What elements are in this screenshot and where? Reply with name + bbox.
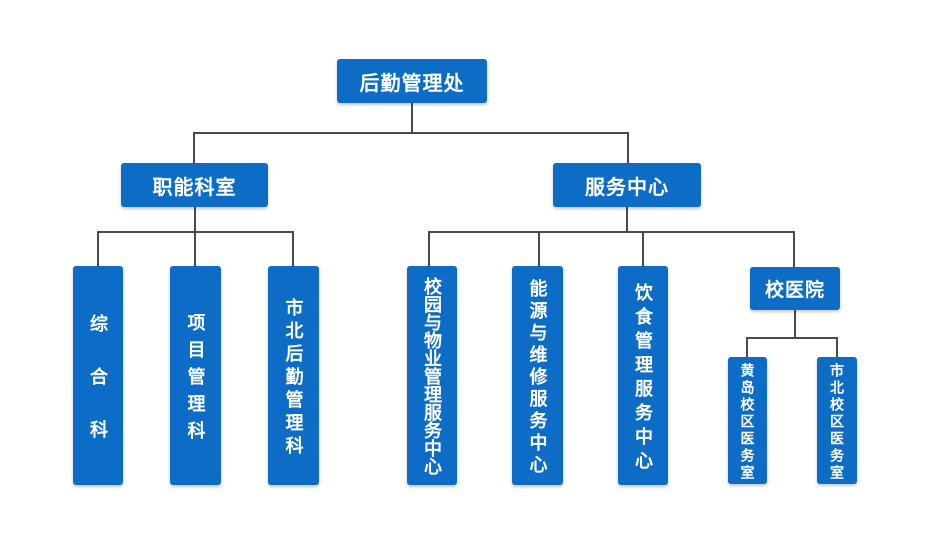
- connector-line: [626, 207, 628, 233]
- org-node-general-affairs: 综合科: [73, 266, 123, 485]
- connector-line: [97, 231, 294, 233]
- connector-line: [193, 132, 629, 134]
- org-node-service-center: 服务中心: [553, 163, 701, 207]
- connector-line: [627, 132, 629, 163]
- org-node-functional-depts: 职能科室: [121, 163, 268, 207]
- connector-line: [746, 337, 748, 357]
- org-node-label: 黄岛校区医务室: [739, 362, 756, 482]
- org-node-label: 综合科: [88, 313, 108, 473]
- org-node-label: 饮食管理服务中心: [633, 282, 653, 475]
- connector-line: [193, 132, 195, 163]
- connector-line: [642, 231, 644, 266]
- org-node-school-hospital: 校医院: [750, 267, 840, 310]
- connector-line: [97, 231, 99, 266]
- org-node-food-service-center: 饮食管理服务中心: [618, 266, 668, 485]
- org-node-energy-maintenance-center: 能源与维修服务中心: [512, 266, 563, 485]
- connector-line: [793, 231, 795, 267]
- org-node-label: 后勤管理处: [359, 72, 465, 95]
- org-node-label: 职能科室: [152, 176, 237, 199]
- org-node-label: 市北后勤管理科: [283, 297, 304, 459]
- connector-line: [428, 231, 430, 266]
- connector-line: [794, 310, 796, 338]
- org-node-campus-property-center: 校园与物业管理服务中心: [407, 266, 457, 485]
- org-node-label: 校园与物业管理服务中心: [422, 276, 442, 475]
- org-node-label: 市北校区医务室: [829, 362, 845, 482]
- org-node-shibei-clinic: 市北校区医务室: [817, 357, 857, 484]
- org-node-label: 能源与维修服务中心: [527, 278, 548, 477]
- org-node-label: 校医院: [764, 280, 825, 301]
- connector-line: [411, 103, 413, 134]
- connector-line: [194, 207, 196, 266]
- connector-line: [836, 337, 838, 357]
- connector-line: [292, 231, 294, 266]
- connector-line: [428, 231, 795, 233]
- org-node-shibei-logistics: 市北后勤管理科: [268, 266, 319, 485]
- connector-line: [538, 231, 540, 266]
- org-node-label: 项目管理科: [185, 312, 206, 448]
- org-node-project-management: 项目管理科: [170, 266, 221, 485]
- org-node-label: 服务中心: [585, 176, 669, 199]
- org-node-huangdao-clinic: 黄岛校区医务室: [728, 357, 767, 484]
- org-node-logistics-office: 后勤管理处: [337, 59, 487, 103]
- connector-line: [746, 337, 838, 339]
